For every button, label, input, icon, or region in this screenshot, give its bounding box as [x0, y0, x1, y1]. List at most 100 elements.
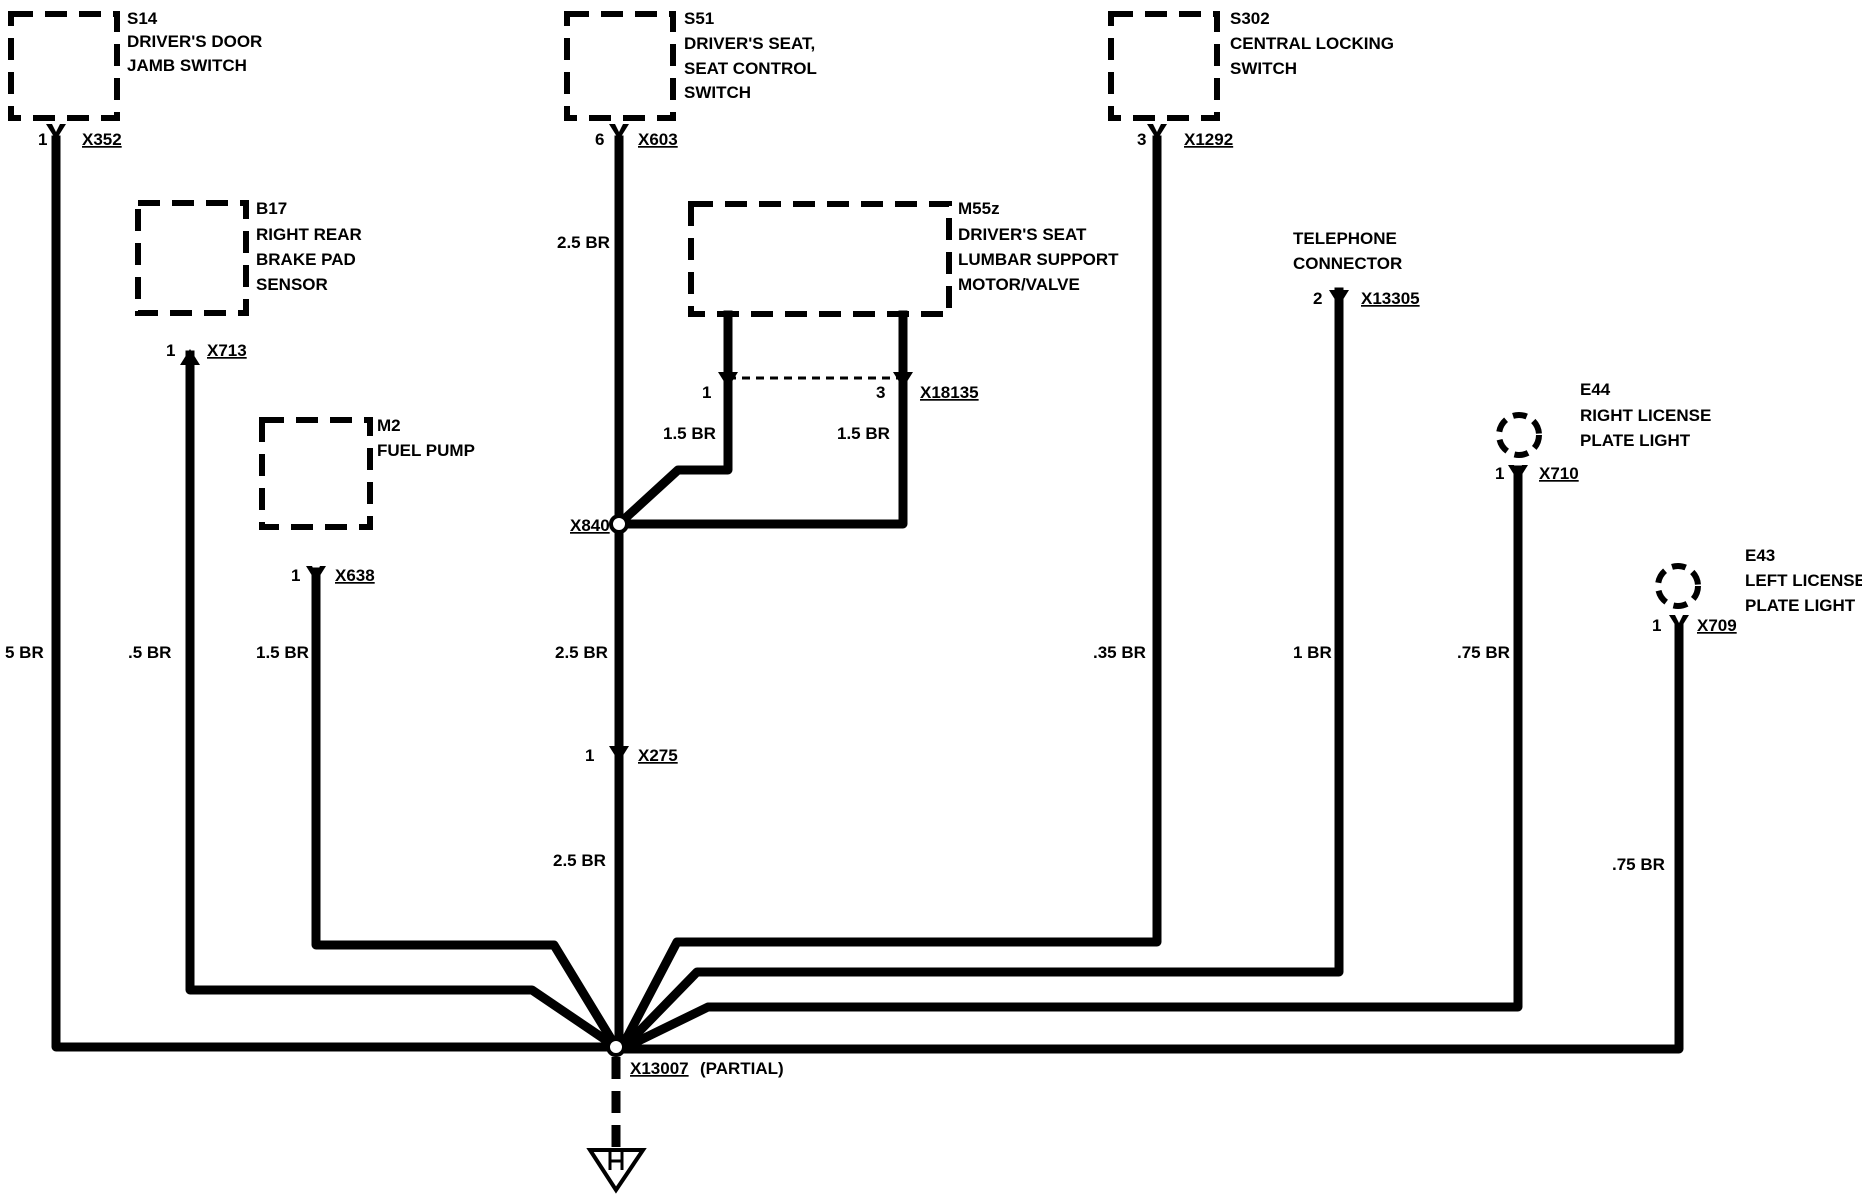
x13305-pin: 2	[1313, 289, 1322, 308]
x638-terminal-icon	[306, 566, 326, 582]
x840-name: X840	[570, 516, 610, 535]
component-labels: S14 DRIVER'S DOOR JAMB SWITCH S51 DRIVER…	[127, 9, 1862, 615]
x713-pin: 1	[166, 341, 175, 360]
x13305-name: X13305	[1361, 289, 1420, 308]
telephone-name-line1: TELEPHONE	[1293, 229, 1397, 248]
wire-telephone	[617, 287, 1344, 1054]
wire-b17	[185, 350, 623, 1054]
m55z-name-line1: DRIVER'S SEAT	[958, 225, 1087, 244]
wire-x840-down-label: 2.5 BR	[555, 643, 608, 662]
wire-e43	[611, 623, 1684, 1054]
telephone-name-line2: CONNECTOR	[1293, 254, 1402, 273]
x275-name: X275	[638, 746, 678, 765]
s302-switch-box	[1108, 11, 1220, 121]
x603-pin: 6	[595, 130, 604, 149]
wire-e44-label: .75 BR	[1457, 643, 1510, 662]
m2-name-line1: FUEL PUMP	[377, 441, 475, 460]
x13007-splice	[606, 1037, 626, 1057]
e44-light-circle	[1496, 412, 1542, 458]
x638-pin: 1	[291, 566, 300, 585]
e43-name-line1: LEFT LICENSE	[1745, 571, 1862, 590]
m55z-name-line3: MOTOR/VALVE	[958, 275, 1080, 294]
b17-id: B17	[256, 199, 287, 218]
x603-name: X603	[638, 130, 678, 149]
x18135-name: X18135	[920, 383, 979, 402]
s302-name-line1: CENTRAL LOCKING	[1230, 34, 1394, 53]
x709-pin: 1	[1652, 616, 1661, 635]
x275-terminal-icon	[609, 746, 629, 762]
x18135-pin-3: 3	[876, 383, 885, 402]
e43-light-circle	[1655, 563, 1701, 609]
wire-s51-label: 2.5 BR	[557, 233, 610, 252]
e43-id: E43	[1745, 546, 1775, 565]
s14-switch-box	[8, 11, 120, 121]
x713-terminal-icon	[180, 349, 200, 365]
wire-m55z-left-label: 1.5 BR	[663, 424, 716, 443]
x1292-terminal-icon	[1147, 124, 1167, 140]
components	[8, 11, 1701, 609]
m55z-id: M55z	[958, 199, 1000, 218]
wire-m55z-left	[612, 310, 733, 531]
x18135-pin-1: 1	[702, 383, 711, 402]
x840-splice	[609, 514, 629, 534]
b17-name-line3: SENSOR	[256, 275, 328, 294]
s51-name-line1: DRIVER'S SEAT,	[684, 34, 815, 53]
wire-m2-label: 1.5 BR	[256, 643, 309, 662]
x710-pin: 1	[1495, 464, 1504, 483]
b17-name-line1: RIGHT REAR	[256, 225, 362, 244]
x13305-terminal-icon	[1329, 290, 1349, 306]
connector-labels: 1 X352 6 X603 3 X1292 1 X713 2 X13305 1 …	[38, 130, 1737, 1078]
x13007-note: (PARTIAL)	[700, 1059, 784, 1078]
wire-s14	[51, 135, 621, 1052]
b17-name-line2: BRAKE PAD	[256, 250, 356, 269]
wire-s302	[615, 135, 1162, 1054]
wire-labels: 5 BR .5 BR 1.5 BR 2.5 BR 1.5 BR 1.5 BR 2…	[5, 233, 1665, 874]
s302-name-line2: SWITCH	[1230, 59, 1297, 78]
s14-name-line1: DRIVER'S DOOR	[127, 32, 262, 51]
s51-id: S51	[684, 9, 714, 28]
e44-name-line2: PLATE LIGHT	[1580, 431, 1691, 450]
s51-name-line3: SWITCH	[684, 83, 751, 102]
x352-terminal-icon	[46, 124, 66, 140]
m55z-name-line2: LUMBAR SUPPORT	[958, 250, 1119, 269]
ground-icon	[586, 1148, 647, 1194]
s14-id: S14	[127, 9, 158, 28]
m2-pump-box	[259, 417, 373, 530]
x352-pin: 1	[38, 130, 47, 149]
x1292-name: X1292	[1184, 130, 1233, 149]
s14-name-line2: JAMB SWITCH	[127, 56, 247, 75]
x710-terminal-icon	[1508, 465, 1528, 481]
e44-id: E44	[1580, 380, 1611, 399]
s51-name-line2: SEAT CONTROL	[684, 59, 817, 78]
x13007-name: X13007	[630, 1059, 689, 1078]
x713-name: X713	[207, 341, 247, 360]
wire-m55z-right-label: 1.5 BR	[837, 424, 890, 443]
wire-m55z-right	[614, 310, 908, 529]
x18135-pin3-icon	[893, 372, 913, 388]
x709-name: X709	[1697, 616, 1737, 635]
e44-name-line1: RIGHT LICENSE	[1580, 406, 1711, 425]
terminal-marks	[46, 124, 1689, 762]
wire-s302-label: .35 BR	[1093, 643, 1146, 662]
s302-id: S302	[1230, 9, 1270, 28]
wire-b17-label: .5 BR	[128, 643, 171, 662]
x18135-pin1-icon	[718, 372, 738, 388]
m55z-motor-box	[688, 201, 952, 317]
e43-name-line2: PLATE LIGHT	[1745, 596, 1856, 615]
wire-s14-label: 5 BR	[5, 643, 44, 662]
wire-telephone-label: 1 BR	[1293, 643, 1332, 662]
x352-name: X352	[82, 130, 122, 149]
x710-name: X710	[1539, 464, 1579, 483]
wire-m2	[311, 567, 623, 1054]
x638-name: X638	[335, 566, 375, 585]
x1292-pin: 3	[1137, 130, 1146, 149]
wire-e44	[619, 465, 1523, 1054]
x709-terminal-icon	[1669, 615, 1689, 631]
wire-x275-down-label: 2.5 BR	[553, 851, 606, 870]
x275-pin: 1	[585, 746, 594, 765]
wire-e43-label: .75 BR	[1612, 855, 1665, 874]
s51-switch-box	[564, 11, 676, 121]
b17-sensor-box	[135, 200, 249, 316]
m2-id: M2	[377, 416, 401, 435]
